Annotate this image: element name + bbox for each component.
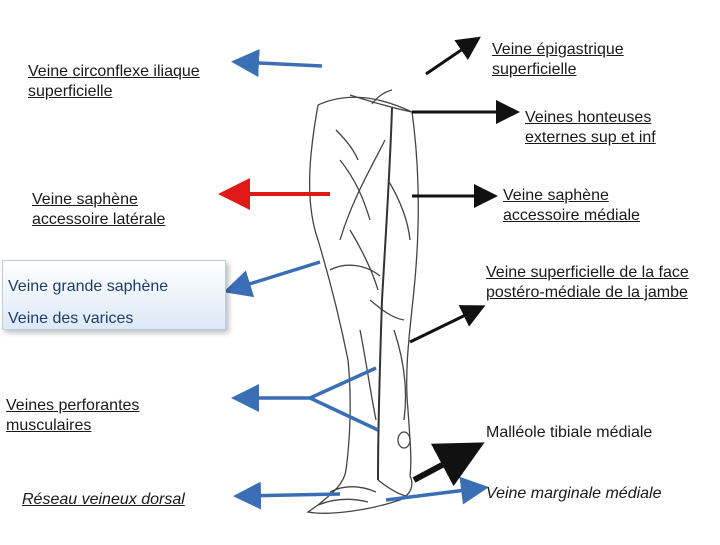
- label-grande-saphene: Veine grande saphène: [8, 278, 169, 295]
- arrow-perforantes-branch-1: [309, 366, 377, 400]
- label-reseau-dorsal: Réseau veineux dorsal: [22, 491, 185, 508]
- label-epigastrique: Veine épigastrique superficielle: [492, 41, 624, 78]
- top-blank-area: [266, 20, 440, 50]
- arrow-marginale: [385, 476, 489, 505]
- blue-arrows: [223, 49, 489, 510]
- grande-saphene-box: Veine grande saphène Veine des varices: [2, 260, 226, 330]
- label-saphene-mediale: Veine saphène accessoire médiale: [503, 187, 640, 224]
- arrow-reseau-dorsal: [233, 481, 341, 510]
- arrow-grande-saphene: [223, 260, 321, 298]
- arrow-circonflexe: [231, 49, 323, 77]
- label-circonflexe: Veine circonflexe iliaque superficielle: [28, 63, 200, 100]
- arrow-perforantes-branch-2: [309, 396, 379, 432]
- label-perforantes: Veines perforantes musculaires: [6, 397, 140, 434]
- label-marginale: Veine marginale médiale: [486, 485, 662, 502]
- black-arrows: [409, 36, 520, 487]
- arrow-epigastrique: [425, 36, 481, 76]
- leg-illustration: [306, 89, 419, 514]
- label-varices: Veine des varices: [8, 310, 134, 327]
- label-honteuses: Veines honteuses externes sup et inf: [525, 109, 656, 146]
- label-postero-mediale: Veine superficielle de la face postéro-m…: [486, 264, 689, 301]
- label-saphene-laterale: Veine saphène accessoire latérale: [32, 191, 166, 228]
- label-malleole: Malléole tibiale médiale: [486, 424, 653, 441]
- arrow-postero-mediale: [409, 305, 486, 344]
- arrow-malleole: [412, 442, 485, 487]
